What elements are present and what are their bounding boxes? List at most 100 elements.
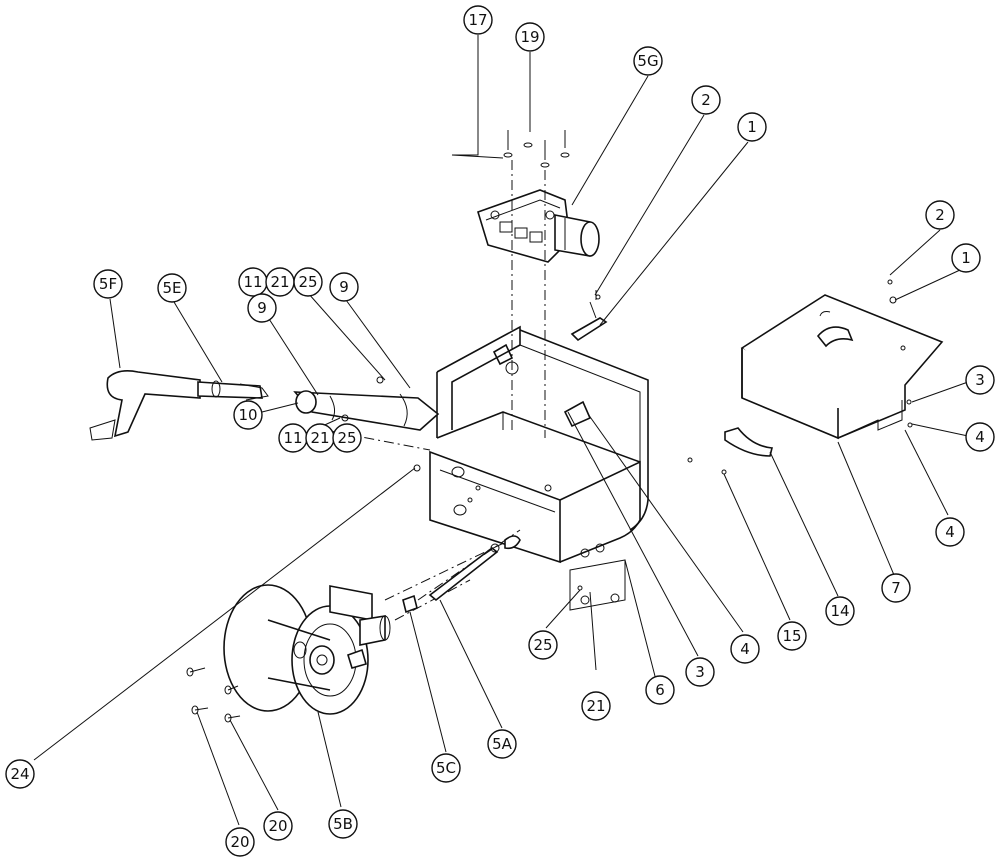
callout-bubble (691, 85, 721, 115)
callout-label: 25 (533, 636, 552, 654)
callout-label: 14 (830, 602, 849, 620)
callout-bubble (487, 729, 517, 759)
callout-bubble (332, 423, 362, 453)
callout-label: 2 (935, 206, 945, 224)
callout-bubble (463, 5, 493, 35)
callout-label: 11 (243, 273, 262, 291)
callout-11b: 11 (278, 423, 308, 453)
callout-20b: 20 (263, 811, 293, 841)
hose-guide-tube (293, 376, 440, 451)
callout-label: 5G (637, 52, 658, 70)
callout-bubble (233, 400, 263, 430)
callout-25a: 25 (293, 267, 323, 297)
callout-label: 24 (10, 765, 29, 783)
callout-21c: 21 (581, 691, 611, 721)
callout-label: 11 (283, 429, 302, 447)
callout-label: 5F (99, 275, 117, 293)
callout-label: 17 (468, 11, 487, 29)
callout-21a: 21 (265, 267, 295, 297)
callout-label: 21 (310, 429, 329, 447)
strap-bracket (687, 427, 774, 463)
callout-19: 19 (515, 22, 545, 52)
callout-bubble (777, 621, 807, 651)
callout-5b: 5B (328, 809, 358, 839)
callout-17: 17 (463, 5, 493, 35)
callout-label: 5A (492, 735, 513, 753)
callout-15: 15 (777, 621, 807, 651)
callout-bubble (263, 811, 293, 841)
callout-20a: 20 (225, 827, 255, 857)
callout-label: 5E (162, 279, 181, 297)
callout-label: 6 (655, 681, 665, 699)
leader-lines (33, 35, 969, 826)
callout-bubble (645, 675, 675, 705)
callout-label: 4 (740, 640, 750, 658)
callout-label: 9 (257, 299, 267, 317)
callout-bubble (737, 112, 767, 142)
callout-bubble (528, 630, 558, 660)
hose-reel (223, 539, 511, 715)
callout-bubble (925, 200, 955, 230)
callout-label: 15 (782, 627, 801, 645)
callout-label: 19 (520, 28, 539, 46)
callout-label: 3 (975, 371, 985, 389)
callout-bubble (730, 634, 760, 664)
callout-label: 5B (333, 815, 353, 833)
callout-label: 21 (270, 273, 289, 291)
callout-5c: 5C (431, 753, 461, 783)
callout-bubble (881, 573, 911, 603)
callout-bubble (965, 365, 995, 395)
callout-3b: 3 (685, 657, 715, 687)
callout-label: 25 (298, 273, 317, 291)
callout-11a: 11 (238, 267, 268, 297)
callout-bubble (965, 422, 995, 452)
cover-lid (740, 294, 944, 440)
callout-25b: 25 (332, 423, 362, 453)
callout-label: 4 (975, 428, 985, 446)
spray-gun (89, 370, 269, 441)
callout-4c: 4 (730, 634, 760, 664)
callout-2b: 2 (925, 200, 955, 230)
callout-4a: 4 (965, 422, 995, 452)
callout-label: 3 (695, 663, 705, 681)
callout-label: 2 (701, 91, 711, 109)
callout-24: 24 (5, 759, 35, 789)
callout-1a: 1 (737, 112, 767, 142)
callout-label: 4 (945, 523, 955, 541)
callout-25c: 25 (528, 630, 558, 660)
callout-bubble (328, 809, 358, 839)
callout-bubble (935, 517, 965, 547)
callout-5g: 5G (633, 46, 663, 76)
top-fasteners (503, 115, 570, 438)
callout-bubble (5, 759, 35, 789)
callout-5a: 5A (487, 729, 517, 759)
callout-21b: 21 (305, 423, 335, 453)
callout-9a: 9 (329, 272, 359, 302)
callout-bubble (825, 596, 855, 626)
callout-label: 9 (339, 278, 349, 296)
callout-bubble (93, 269, 123, 299)
callout-3a: 3 (965, 365, 995, 395)
callout-bubble (247, 293, 277, 323)
callout-2a: 2 (691, 85, 721, 115)
callout-bubble (329, 272, 359, 302)
callout-bubble (157, 273, 187, 303)
callout-bubble (951, 243, 981, 273)
callout-14: 14 (825, 596, 855, 626)
callout-label: 20 (268, 817, 287, 835)
callout-10: 10 (233, 400, 263, 430)
callout-label: 20 (230, 833, 249, 851)
callout-bubble (581, 691, 611, 721)
callout-bubble (225, 827, 255, 857)
callout-label: 7 (891, 579, 901, 597)
pump-motor-assembly (477, 189, 600, 263)
callout-1b: 1 (951, 243, 981, 273)
callout-label: 5C (436, 759, 456, 777)
upper-bracket (570, 301, 608, 342)
callout-5e: 5E (157, 273, 187, 303)
callout-9b: 9 (247, 293, 277, 323)
callout-bubble (685, 657, 715, 687)
callout-bubble (293, 267, 323, 297)
